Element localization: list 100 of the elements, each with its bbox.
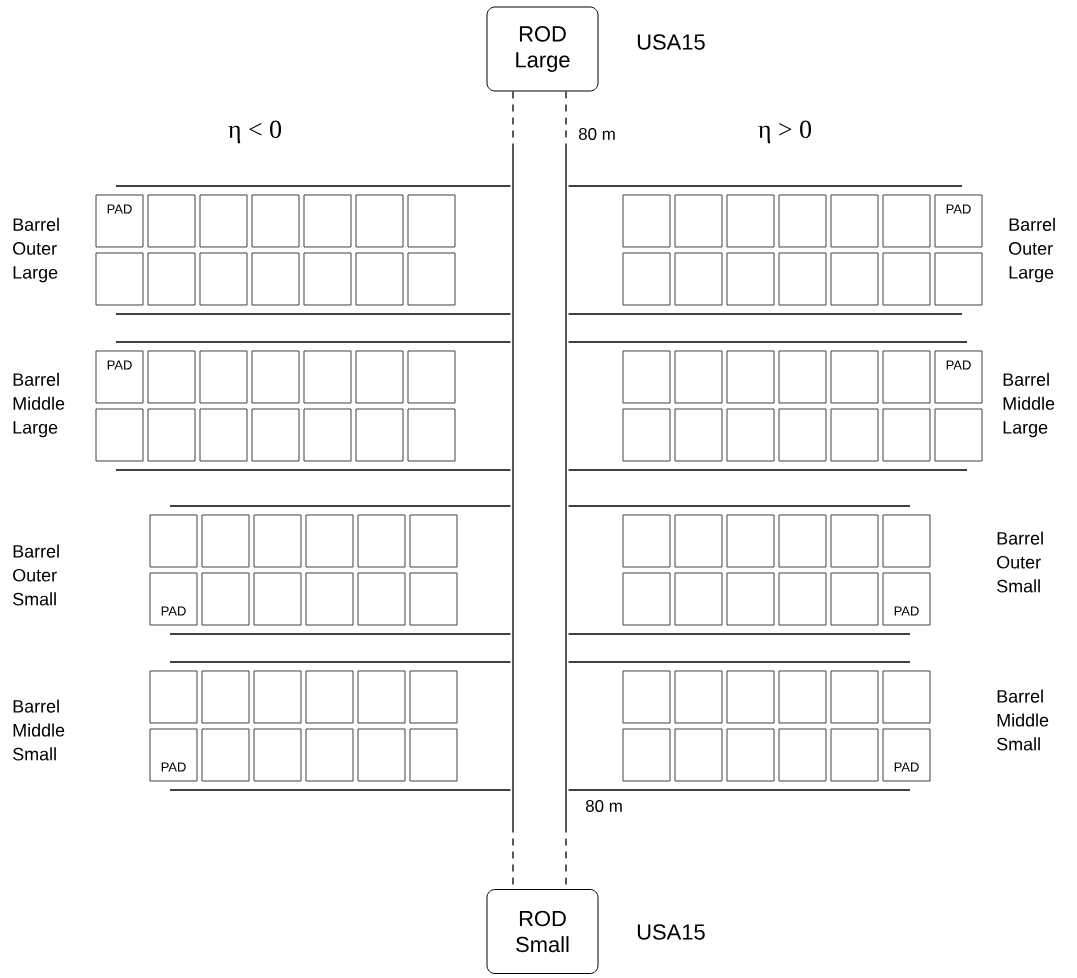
module-box — [726, 670, 775, 724]
module-box — [882, 252, 931, 306]
sector-label: Barrel Outer Large — [13, 217, 59, 283]
module-box — [726, 194, 775, 248]
module-box — [622, 194, 671, 248]
module-box — [253, 670, 302, 724]
module-box — [726, 252, 775, 306]
region-label: η < 0 — [228, 120, 282, 144]
sector-label: Barrel Middle Large — [1003, 372, 1055, 438]
module-box — [305, 514, 354, 568]
module-box — [409, 670, 458, 724]
pad-box: PAD — [149, 728, 198, 782]
module-box — [409, 514, 458, 568]
module-box — [409, 572, 458, 626]
module-box — [778, 670, 827, 724]
module-box — [407, 350, 456, 404]
module-box — [201, 572, 250, 626]
module-box — [407, 252, 456, 306]
sector-label: Barrel Outer Large — [1009, 217, 1055, 283]
module-box — [201, 728, 250, 782]
module-box — [674, 572, 723, 626]
module-box — [251, 194, 300, 248]
module-box — [303, 252, 352, 306]
pad-box: PAD — [882, 572, 931, 626]
module-box — [882, 350, 931, 404]
module-box — [305, 728, 354, 782]
module-box — [674, 408, 723, 462]
module-box — [674, 350, 723, 404]
module-box — [778, 728, 827, 782]
module-box — [726, 728, 775, 782]
module-box — [830, 252, 879, 306]
length-label: 80 m — [585, 800, 622, 812]
module-box — [147, 408, 196, 462]
sector-label: Barrel Middle Small — [997, 689, 1049, 751]
location-label: USA15 — [637, 34, 705, 50]
module-box — [726, 514, 775, 568]
module-box — [407, 194, 456, 248]
module-box — [355, 350, 404, 404]
rod-box: ROD Small — [486, 889, 599, 974]
module-box — [407, 408, 456, 462]
module-box — [934, 408, 983, 462]
module-box — [778, 252, 827, 306]
module-box — [778, 408, 827, 462]
module-box — [778, 194, 827, 248]
module-box — [251, 408, 300, 462]
module-box — [357, 572, 406, 626]
module-box — [95, 252, 144, 306]
module-box — [147, 252, 196, 306]
module-box — [303, 408, 352, 462]
pad-box: PAD — [882, 728, 931, 782]
module-box — [726, 350, 775, 404]
module-box — [674, 728, 723, 782]
module-box — [409, 728, 458, 782]
module-box — [95, 408, 144, 462]
module-box — [830, 194, 879, 248]
module-box — [830, 728, 879, 782]
module-box — [355, 252, 404, 306]
module-box — [622, 572, 671, 626]
module-box — [305, 572, 354, 626]
module-box — [622, 408, 671, 462]
module-box — [201, 514, 250, 568]
module-box — [830, 514, 879, 568]
module-box — [253, 514, 302, 568]
module-box — [726, 408, 775, 462]
module-box — [355, 408, 404, 462]
length-label: 80 m — [578, 128, 615, 140]
module-box — [882, 670, 931, 724]
module-box — [355, 194, 404, 248]
module-box — [622, 350, 671, 404]
module-box — [778, 514, 827, 568]
module-box — [199, 252, 248, 306]
module-box — [149, 514, 198, 568]
module-box — [622, 728, 671, 782]
pad-box: PAD — [95, 350, 144, 404]
module-box — [778, 350, 827, 404]
module-box — [830, 350, 879, 404]
module-box — [622, 670, 671, 724]
module-box — [882, 514, 931, 568]
module-box — [303, 194, 352, 248]
module-box — [357, 670, 406, 724]
module-box — [778, 572, 827, 626]
region-label: η > 0 — [758, 120, 812, 144]
module-box — [199, 350, 248, 404]
module-box — [830, 670, 879, 724]
module-box — [253, 572, 302, 626]
module-box — [199, 408, 248, 462]
module-box — [830, 408, 879, 462]
sector-label: Barrel Middle Large — [13, 372, 65, 438]
module-box — [251, 252, 300, 306]
module-box — [149, 670, 198, 724]
module-box — [303, 350, 352, 404]
sector-label: Barrel Outer Small — [13, 544, 59, 606]
sector-label: Barrel Outer Small — [997, 531, 1043, 593]
module-box — [674, 252, 723, 306]
module-box — [147, 194, 196, 248]
pad-box: PAD — [934, 194, 983, 248]
module-box — [357, 514, 406, 568]
module-box — [674, 514, 723, 568]
module-box — [199, 194, 248, 248]
module-box — [726, 572, 775, 626]
